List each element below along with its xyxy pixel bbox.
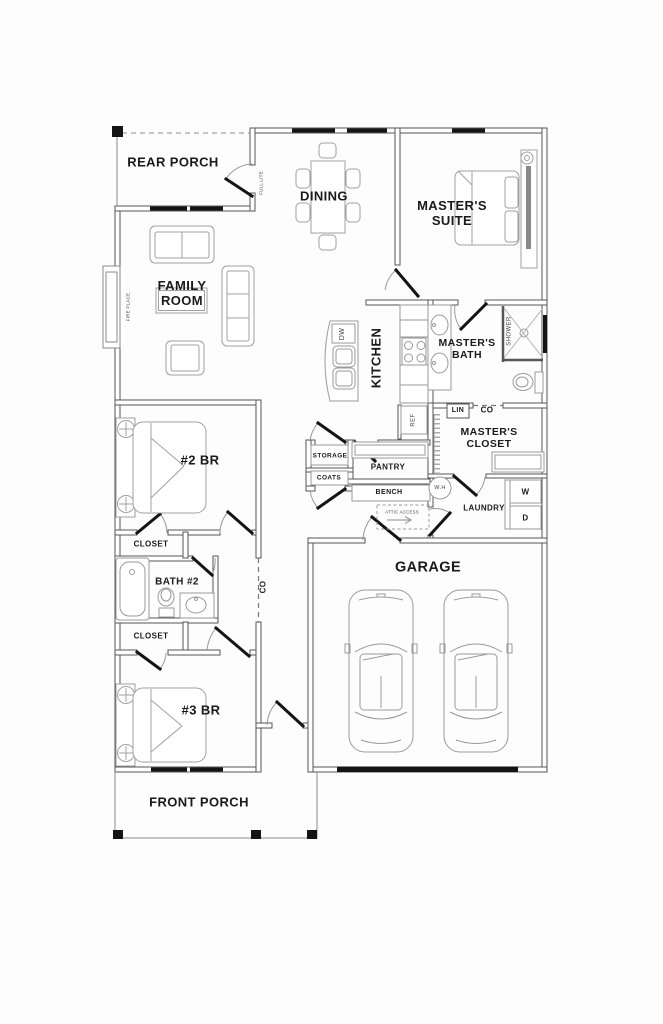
label-dishwasher: DW	[338, 327, 346, 341]
label-washer: W	[521, 486, 530, 496]
garage-door	[337, 766, 518, 772]
br3-closet-door	[134, 649, 163, 672]
shower-stall	[501, 306, 544, 362]
label-attic-access: ATTIC ACCESS	[385, 509, 419, 515]
laundry-hall-door	[427, 510, 453, 538]
label-family-room: FAMILY ROOM	[157, 278, 207, 308]
master-suite-door	[393, 267, 421, 299]
label-laundry: LAUNDRY	[463, 503, 505, 513]
label-fireplace: FIRE PLACE	[125, 292, 131, 322]
label-masters-suite: MASTER'S SUITE	[417, 198, 487, 228]
label-front-porch: FRONT PORCH	[149, 794, 249, 810]
label-garage: GARAGE	[394, 559, 462, 576]
refrigerator-box	[400, 405, 428, 435]
dishwasher-box	[331, 323, 356, 344]
master-bath-fixtures	[427, 304, 544, 394]
dining-set	[295, 142, 361, 251]
garage-entry-door	[369, 514, 403, 543]
br3-door	[213, 625, 252, 659]
label-br2: #2 BR	[180, 452, 220, 468]
fireplace	[102, 265, 121, 349]
toilet-2	[157, 587, 175, 618]
storage-shelf	[310, 444, 349, 466]
laundry-fixtures	[428, 476, 542, 530]
label-kitchen: KITCHEN	[368, 327, 384, 389]
label-closet-br3: CLOSET	[133, 631, 169, 641]
storage-door	[315, 420, 348, 445]
label-pantry: PANTRY	[370, 462, 406, 472]
label-coats: COATS	[316, 474, 342, 482]
walls	[114, 127, 548, 773]
attic-arrow	[387, 516, 412, 524]
label-rear-porch: REAR PORCH	[127, 154, 219, 170]
label-masters-bath: MASTER'S BATH	[438, 336, 496, 361]
door-leaves	[134, 176, 489, 729]
label-storage: STORAGE	[312, 452, 348, 460]
cased-openings	[257, 404, 503, 622]
car-2	[439, 589, 513, 753]
label-co-bath: CO	[480, 405, 494, 415]
master-bed	[454, 149, 538, 269]
water-heater-circle	[428, 476, 452, 500]
rear-door	[223, 176, 255, 199]
coats-door	[315, 486, 348, 511]
label-co-hall: CO	[258, 580, 268, 594]
label-bench: BENCH	[375, 488, 403, 496]
label-full-lite: FULL LITE	[258, 171, 264, 195]
label-shower: SHOWER	[506, 316, 513, 346]
porch-post	[112, 126, 123, 137]
washer-box	[509, 479, 542, 504]
label-water-heater: W.H	[434, 484, 446, 491]
label-closet-br2: CLOSET	[133, 539, 169, 549]
dryer-box	[509, 505, 542, 530]
master-closet-fittings	[433, 414, 545, 474]
front-door	[274, 699, 306, 729]
label-dining: DINING	[300, 188, 348, 204]
br2-bed	[115, 417, 207, 518]
coats-shelf	[310, 470, 349, 486]
label-br3: #3 BR	[181, 702, 221, 718]
front-porch-outline	[114, 772, 318, 839]
bath2-fixtures	[115, 557, 215, 621]
dining-table	[310, 160, 346, 234]
br3-bed	[115, 683, 207, 767]
car-1	[344, 589, 418, 753]
label-refrigerator: REF	[410, 413, 417, 427]
rear-porch-outline	[116, 132, 250, 206]
family-room-furniture	[149, 225, 255, 376]
kitchen-island	[324, 320, 359, 402]
toilet	[512, 371, 544, 394]
br2-closet-door	[134, 511, 163, 536]
attic-access-panel	[376, 504, 430, 530]
label-bath2: BATH #2	[155, 576, 199, 588]
closet-laundry-door	[451, 473, 479, 498]
label-linen: LIN	[451, 406, 465, 414]
master-bath-door	[458, 301, 489, 332]
label-masters-closet: MASTER'S CLOSET	[460, 425, 518, 450]
br2-door	[225, 509, 255, 536]
bath2-door	[190, 555, 215, 578]
front-porch-posts	[113, 830, 317, 839]
label-dryer: D	[522, 512, 529, 522]
